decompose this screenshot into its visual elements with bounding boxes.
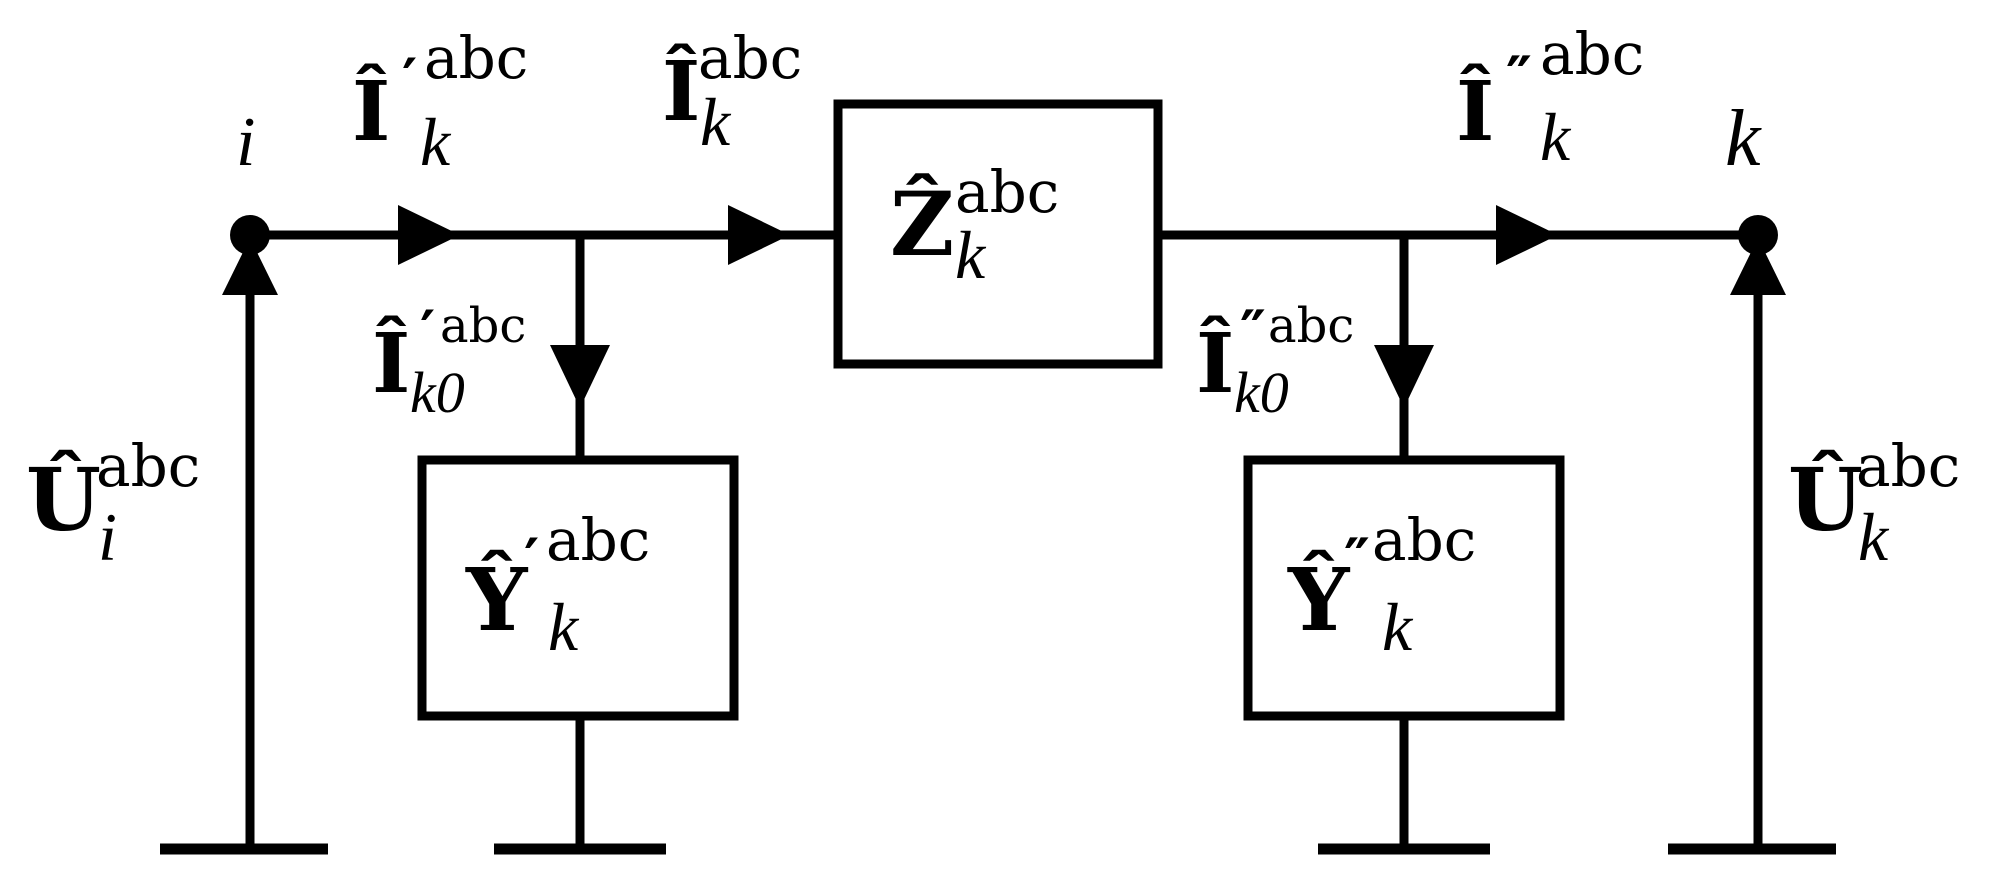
svg-text:″: ″: [1240, 298, 1266, 366]
svg-text:Î: Î: [352, 63, 390, 160]
current-arrow-i-prime: [398, 205, 460, 265]
svg-text:k: k: [1540, 99, 1572, 175]
svg-text:′: ′: [420, 298, 435, 366]
svg-text:k0: k0: [410, 360, 465, 425]
svg-text:k: k: [700, 84, 732, 160]
svg-text:″: ″: [1506, 44, 1532, 112]
label-current-i-dprime-k: Î ″ abc k: [1456, 20, 1644, 175]
svg-text:abc: abc: [424, 24, 528, 92]
svg-text:Ŷ: Ŷ: [1287, 549, 1351, 651]
svg-text:k: k: [548, 589, 580, 665]
svg-text:k: k: [1858, 499, 1890, 575]
admittance-box-dprime: [1243, 455, 1565, 721]
svg-text:Î: Î: [662, 43, 700, 140]
svg-text:Ẑ: Ẑ: [890, 172, 954, 276]
svg-text:abc: abc: [1856, 432, 1960, 500]
svg-text:′: ′: [524, 526, 539, 594]
svg-text:k: k: [955, 217, 987, 293]
svg-text:k: k: [420, 104, 452, 180]
svg-text:k: k: [1382, 589, 1414, 665]
current-arrow-i-prime-k0: [550, 345, 610, 408]
node-i-dot: [230, 215, 270, 255]
svg-text:abc: abc: [1540, 20, 1644, 88]
svg-text:k0: k0: [1234, 360, 1289, 425]
admittance-box-prime: [417, 455, 739, 721]
label-voltage-u-i: Û abc i: [26, 432, 200, 575]
current-arrow-i: [728, 205, 790, 265]
voltage-arrow-k: [1730, 238, 1786, 295]
current-arrow-i-dprime-k0: [1374, 345, 1434, 408]
label-current-i-prime-k: Î ′ abc k: [352, 24, 528, 180]
node-k-dot: [1738, 215, 1778, 255]
label-voltage-u-k: Û abc k: [1788, 432, 1960, 575]
svg-text:abc: abc: [440, 298, 526, 354]
voltage-arrow-i: [222, 238, 278, 295]
svg-text:Î: Î: [1456, 63, 1494, 160]
impedance-box: [833, 99, 1163, 369]
current-arrow-i-dprime: [1496, 205, 1558, 265]
label-admittance-y-dprime: Ŷ ″ abc k: [1287, 506, 1476, 665]
svg-text:abc: abc: [1268, 298, 1354, 354]
svg-text:Û: Û: [1788, 450, 1863, 551]
svg-text:abc: abc: [1372, 506, 1476, 574]
node-label-k: k: [1725, 95, 1762, 183]
label-current-i-dprime-k0: Î ″ abc k0: [1196, 298, 1354, 425]
svg-text:abc: abc: [96, 432, 200, 500]
svg-text:″: ″: [1344, 526, 1370, 594]
label-current-i-k: Î abc k: [662, 24, 802, 160]
svg-text:abc: abc: [955, 158, 1059, 226]
svg-text:i: i: [98, 499, 117, 575]
svg-text:Û: Û: [26, 450, 101, 551]
svg-text:′: ′: [402, 46, 417, 114]
svg-text:Î: Î: [372, 315, 410, 412]
label-current-i-prime-k0: Î ′ abc k0: [372, 298, 526, 425]
svg-text:abc: abc: [546, 506, 650, 574]
svg-text:Ŷ: Ŷ: [465, 549, 529, 651]
node-label-i: i: [236, 104, 255, 181]
label-impedance-z-k: Ẑ abc k: [890, 158, 1059, 293]
svg-text:Î: Î: [1196, 315, 1234, 412]
svg-text:abc: abc: [698, 24, 802, 92]
label-admittance-y-prime: Ŷ ′ abc k: [465, 506, 650, 665]
